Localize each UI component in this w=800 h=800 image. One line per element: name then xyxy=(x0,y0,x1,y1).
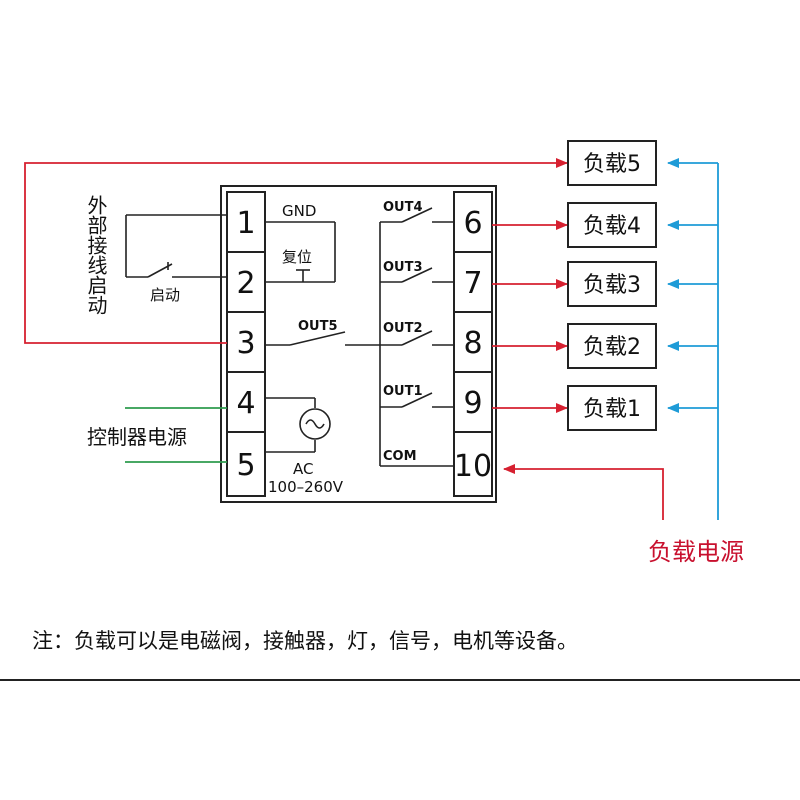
terminal-10 xyxy=(453,431,493,497)
load-4-label: 负载4 xyxy=(583,214,641,239)
terminal-1-number: 1 xyxy=(236,206,255,241)
wire-terminal3-to-load5 xyxy=(24,158,568,344)
load-power-label: 负载电源 xyxy=(648,538,744,566)
terminal-3-number: 3 xyxy=(236,326,255,361)
load-4-box xyxy=(567,202,657,248)
reset-label: 复位 xyxy=(282,248,312,266)
reset-circuit xyxy=(265,221,336,283)
wire-load-power-to-terminal10 xyxy=(503,464,664,520)
external-start-switch xyxy=(125,214,227,278)
controller-outer-box xyxy=(220,185,497,503)
load-5-box xyxy=(567,140,657,186)
out1-label: OUT1 xyxy=(383,384,423,399)
terminal-2-number: 2 xyxy=(236,266,255,301)
left-terminal-strip: 1 2 3 4 5 xyxy=(226,191,266,497)
load-2-label: 负载2 xyxy=(583,335,641,360)
terminal-4-number: 4 xyxy=(236,386,255,421)
right-terminal-strip: 6 7 8 9 10 xyxy=(453,191,493,497)
terminal-9-number: 9 xyxy=(463,386,482,421)
external-start-wiring-label: 外部接线启动 xyxy=(84,195,108,315)
terminal-5-number: 5 xyxy=(236,448,255,483)
load-2-box xyxy=(567,323,657,369)
load-boxes: 负载5 负载4 负载3 负载2 负载1 xyxy=(567,140,657,431)
terminal-8-number: 8 xyxy=(463,326,482,361)
gnd-label: GND xyxy=(282,202,316,220)
footnote: 注：负载可以是电磁阀，接触器，灯，信号，电机等设备。 xyxy=(32,629,578,653)
load-1-box xyxy=(567,385,657,431)
load-5-label: 负载5 xyxy=(583,152,641,177)
ac-supply xyxy=(265,397,331,453)
terminal-8 xyxy=(453,311,493,373)
output-relays xyxy=(379,207,454,467)
load-3-box xyxy=(567,261,657,307)
terminal-6-number: 6 xyxy=(463,206,482,241)
out5-switch xyxy=(265,331,380,346)
terminal-10-number: 10 xyxy=(454,449,492,484)
out4-label: OUT4 xyxy=(383,200,423,215)
controller-power-label: 控制器电源 xyxy=(87,425,187,449)
out3-label: OUT3 xyxy=(383,260,423,275)
out2-label: OUT2 xyxy=(383,321,423,336)
out5-label: OUT5 xyxy=(298,319,338,334)
load-power-bus xyxy=(667,158,719,520)
start-label: 启动 xyxy=(150,286,180,304)
voltage-label: 100–260V xyxy=(268,478,344,496)
load-1-label: 负载1 xyxy=(583,397,641,422)
terminal-4 xyxy=(226,371,266,433)
com-label: COM xyxy=(383,449,417,464)
terminal-9 xyxy=(453,371,493,433)
terminal-3 xyxy=(226,311,266,373)
ac-label: AC xyxy=(293,460,313,478)
terminal-7-number: 7 xyxy=(463,266,482,301)
load-3-label: 负载3 xyxy=(583,273,641,298)
terminal-5 xyxy=(226,431,266,497)
